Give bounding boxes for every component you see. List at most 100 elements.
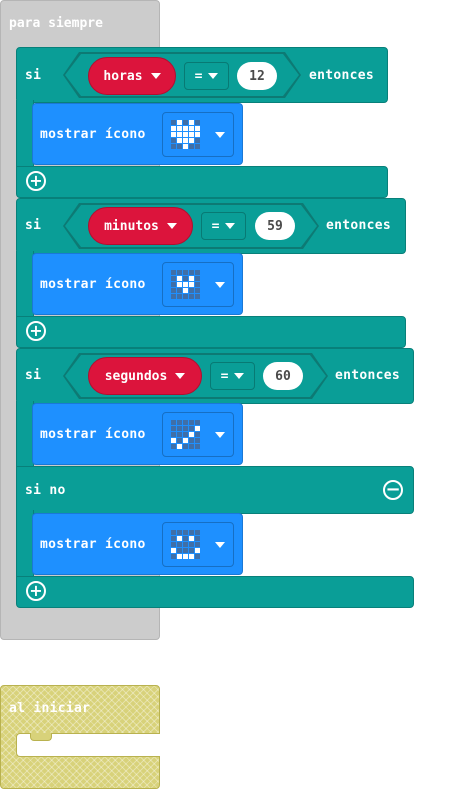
led-cell <box>177 132 182 137</box>
led-cell <box>195 282 200 287</box>
if-block-minutos-footer <box>16 316 406 348</box>
variable-dropdown-minutos[interactable]: minutos <box>88 207 193 245</box>
led-cell <box>189 530 194 535</box>
caret-down-icon <box>175 373 186 379</box>
caret-down-icon <box>234 373 245 379</box>
led-cell <box>189 276 194 281</box>
variable-name: minutos <box>104 218 159 234</box>
led-cell <box>189 144 194 149</box>
led-cell <box>171 120 176 125</box>
number-input[interactable]: 12 <box>237 62 277 90</box>
if-keyword: si <box>25 218 42 233</box>
led-cell <box>183 120 188 125</box>
led-cell <box>183 294 188 299</box>
led-cell <box>183 438 188 443</box>
led-cell <box>183 276 188 281</box>
led-cell <box>177 542 182 547</box>
led-cell <box>177 536 182 541</box>
led-cell <box>189 120 194 125</box>
if-keyword: si <box>25 68 42 83</box>
led-cell <box>183 530 188 535</box>
show-icon-label: mostrar ícono <box>40 277 146 292</box>
icon-picker-dropdown[interactable] <box>162 412 234 457</box>
icon-picker-dropdown[interactable] <box>162 262 234 307</box>
led-cell <box>171 438 176 443</box>
led-cell <box>195 426 200 431</box>
led-cell <box>177 420 182 425</box>
led-cell <box>189 270 194 275</box>
number-input[interactable]: 60 <box>263 362 303 390</box>
icon-picker-dropdown[interactable] <box>162 112 234 157</box>
led-cell <box>177 530 182 535</box>
led-cell <box>177 548 182 553</box>
number-input[interactable]: 59 <box>255 212 295 240</box>
variable-dropdown-horas[interactable]: horas <box>88 57 176 95</box>
yes-checkmark-icon <box>171 420 200 449</box>
led-cell <box>177 270 182 275</box>
led-cell <box>177 276 182 281</box>
led-cell <box>183 282 188 287</box>
led-cell <box>171 126 176 131</box>
led-cell <box>195 120 200 125</box>
led-cell <box>195 294 200 299</box>
led-cell <box>177 554 182 559</box>
led-cell <box>195 536 200 541</box>
led-cell <box>189 126 194 131</box>
led-cell <box>189 420 194 425</box>
forever-label: para siempre <box>9 16 103 31</box>
led-cell <box>183 548 188 553</box>
led-cell <box>189 294 194 299</box>
led-cell <box>195 554 200 559</box>
operator-dropdown[interactable]: = <box>184 62 229 90</box>
led-cell <box>189 132 194 137</box>
variable-name: horas <box>103 68 143 84</box>
led-cell <box>189 282 194 287</box>
led-cell <box>171 432 176 437</box>
led-cell <box>183 288 188 293</box>
led-cell <box>189 288 194 293</box>
led-cell <box>195 542 200 547</box>
led-cell <box>171 426 176 431</box>
operator-dropdown[interactable]: = <box>201 212 246 240</box>
led-cell <box>183 554 188 559</box>
add-else-button[interactable]: + <box>26 321 46 341</box>
add-else-button[interactable]: + <box>26 171 46 191</box>
caret-down-icon <box>215 541 225 548</box>
led-cell <box>183 536 188 541</box>
variable-name: segundos <box>104 368 168 384</box>
led-cell <box>171 288 176 293</box>
add-else-if-button[interactable]: + <box>26 581 46 601</box>
led-cell <box>177 426 182 431</box>
led-cell <box>189 554 194 559</box>
led-cell <box>195 126 200 131</box>
caret-down-icon <box>215 131 225 138</box>
led-cell <box>177 138 182 143</box>
led-cell <box>171 138 176 143</box>
variable-dropdown-segundos[interactable]: segundos <box>88 357 202 395</box>
on-start-label: al iniciar <box>9 701 91 716</box>
if-keyword: si <box>25 368 42 383</box>
led-cell <box>189 548 194 553</box>
remove-else-button[interactable]: − <box>383 480 403 500</box>
led-cell <box>189 432 194 437</box>
led-cell <box>195 138 200 143</box>
led-cell <box>171 542 176 547</box>
icon-picker-dropdown[interactable] <box>162 522 234 567</box>
led-cell <box>171 270 176 275</box>
led-cell <box>183 270 188 275</box>
led-cell <box>189 444 194 449</box>
caret-down-icon <box>215 431 225 438</box>
led-cell <box>171 530 176 535</box>
else-keyword: si no <box>25 483 66 498</box>
led-cell <box>195 288 200 293</box>
led-cell <box>183 432 188 437</box>
operator-dropdown[interactable]: = <box>210 362 255 390</box>
led-cell <box>183 126 188 131</box>
led-cell <box>189 138 194 143</box>
led-cell <box>171 144 176 149</box>
led-cell <box>177 282 182 287</box>
led-cell <box>183 542 188 547</box>
led-cell <box>171 444 176 449</box>
led-cell <box>171 276 176 281</box>
then-keyword: entonces <box>326 218 392 233</box>
